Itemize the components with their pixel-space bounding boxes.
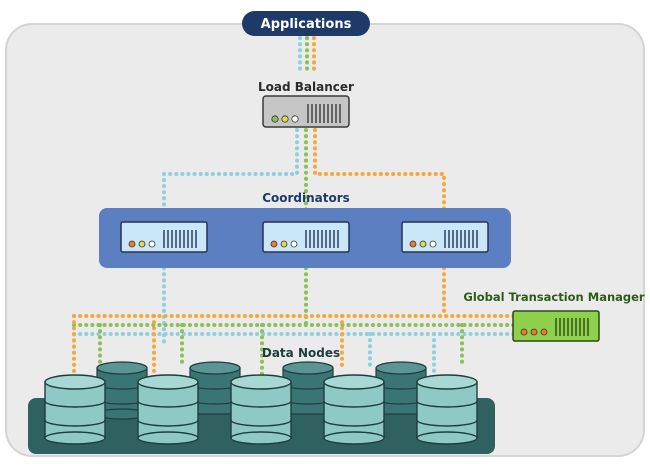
load-balancer-label: Load Balancer: [258, 80, 354, 94]
lb-led-green: [271, 115, 279, 123]
lb-led-white: [291, 115, 299, 123]
load-balancer-server: [262, 95, 350, 128]
coordinator-server-1: [120, 221, 208, 253]
gtm-label: Global Transaction Manager: [463, 290, 645, 304]
coordinator-server-2: [262, 221, 350, 253]
data-nodes-label-bg: [265, 344, 337, 360]
lb-coord-orange-line: [313, 128, 446, 220]
lb-vents: [307, 104, 341, 123]
applications-pill: Applications: [242, 11, 370, 36]
gtm-server: [512, 310, 600, 342]
db-stack-front-5: [416, 374, 478, 445]
applications-label: Applications: [261, 17, 352, 32]
db-stack-front-1: [44, 374, 106, 445]
connection-lines: [72, 36, 516, 380]
lb-coord-blue-line: [162, 128, 299, 220]
data-nodes-label: Data Nodes: [262, 346, 340, 360]
coordinator-server-3: [401, 221, 489, 253]
db-stack-front-4: [323, 374, 385, 445]
db-stack-front-3: [230, 374, 292, 445]
lb-led-yellow: [281, 115, 289, 123]
db-stack-front-2: [137, 374, 199, 445]
coordinators-label: Coordinators: [262, 191, 350, 205]
